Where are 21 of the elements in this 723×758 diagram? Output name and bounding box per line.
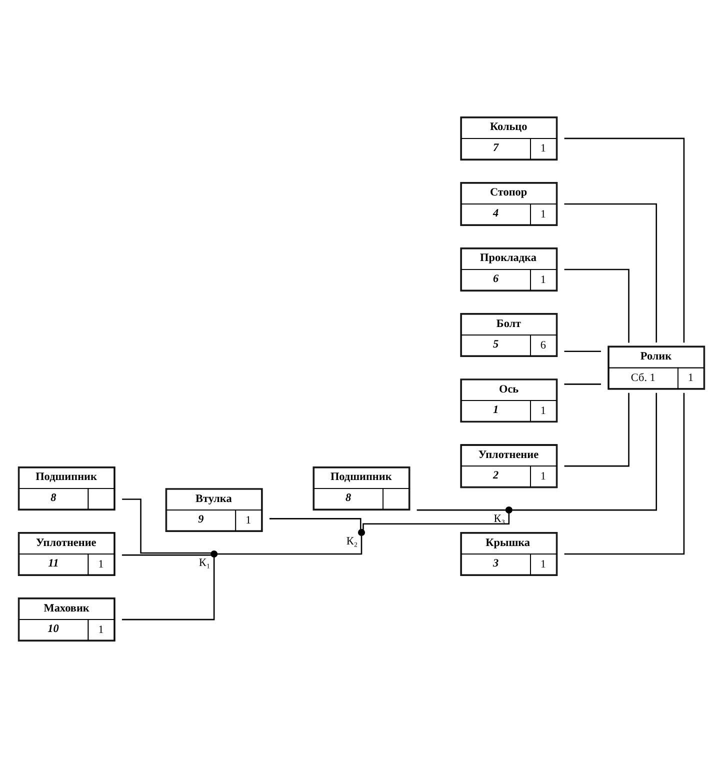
- node-circle: [210, 550, 218, 558]
- connector: [564, 384, 601, 385]
- node-circle: [358, 528, 366, 536]
- node-label: К₁: [198, 557, 210, 570]
- connector: [362, 513, 510, 530]
- connector: [564, 138, 685, 343]
- connector: [122, 554, 211, 556]
- connector: [564, 203, 658, 343]
- connector: [512, 392, 658, 511]
- node-label: К₃: [494, 513, 506, 526]
- connector: [564, 392, 630, 467]
- connector: [564, 350, 601, 352]
- connector: [269, 518, 362, 530]
- connector: [564, 392, 685, 555]
- node-label: К₂: [346, 536, 358, 548]
- connector: [564, 268, 630, 343]
- connector: [217, 536, 362, 555]
- node-circle: [505, 506, 512, 514]
- connector: [122, 557, 215, 620]
- connector: [416, 509, 506, 511]
- connector: [122, 498, 211, 554]
